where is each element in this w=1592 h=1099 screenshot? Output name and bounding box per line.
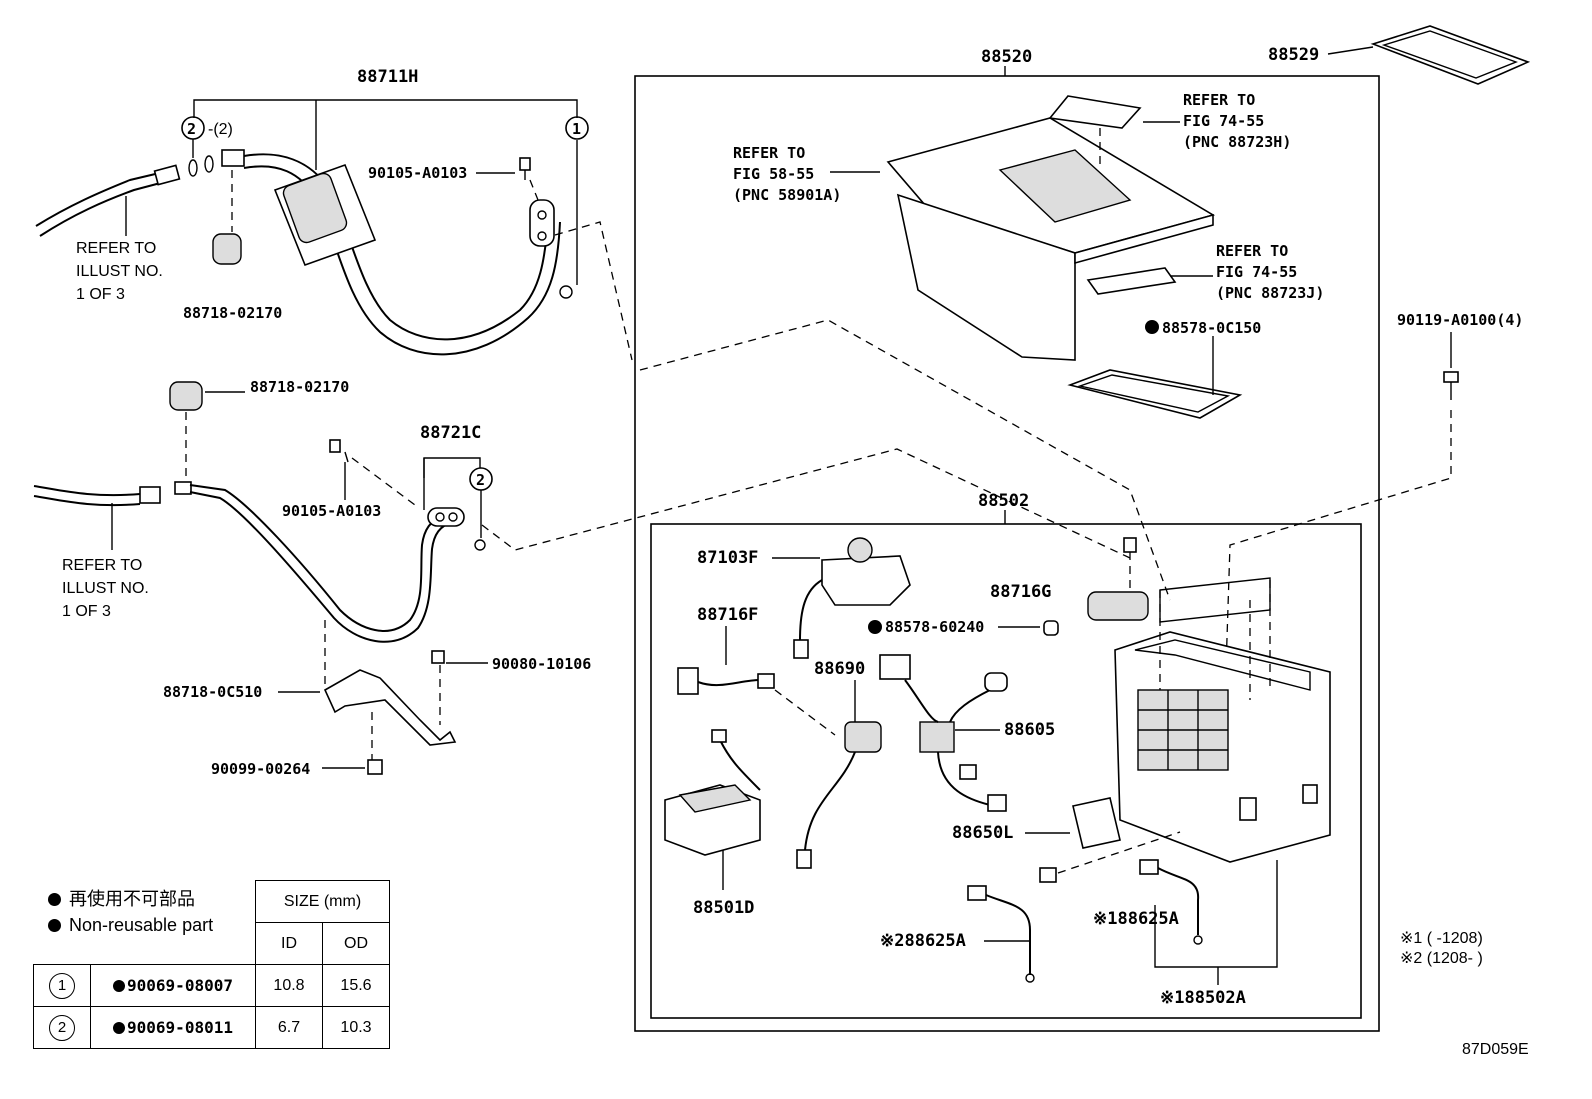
col-od: OD xyxy=(322,922,390,965)
label-88718-02170-b: 88718-02170 xyxy=(250,378,349,396)
label-88529: 88529 xyxy=(1268,45,1319,65)
qty-2: -(2) xyxy=(208,121,233,138)
label-88605: 88605 xyxy=(1004,720,1055,740)
size-header: SIZE (mm) xyxy=(255,880,390,923)
label-88625A-2: ※288625A xyxy=(880,931,966,951)
label-88718-0C510: 88718-0C510 xyxy=(163,683,262,701)
table-row: 2 90069-08011 6.7 10.3 xyxy=(33,1006,390,1049)
refer-fig58-line3: (PNC 58901A) xyxy=(733,186,841,204)
label-88690: 88690 xyxy=(814,659,865,679)
label-90099-00264: 90099-00264 xyxy=(211,760,310,778)
bracket-88718-0C510 xyxy=(323,669,457,746)
label-sheet-88723H xyxy=(1048,95,1142,129)
label-87103F: 87103F xyxy=(697,548,758,568)
label-sheet-88723J xyxy=(1086,267,1177,295)
connector-88718-02170-a xyxy=(212,233,242,265)
bolt-icon xyxy=(519,157,531,171)
part-88650L xyxy=(1072,797,1121,849)
connector-88718-02170-b xyxy=(169,381,203,411)
refer-fig74a-line1: REFER TO xyxy=(1183,91,1255,109)
non-reusable-dot-icon xyxy=(48,893,61,906)
refer-fig74b-line1: REFER TO xyxy=(1216,242,1288,260)
refer-illust-1-line2: ILLUST NO. xyxy=(76,263,163,280)
label-88578-0C150: 88578-0C150 xyxy=(1162,319,1261,337)
blower-assembly-88502: 88502 88716G 88578-60240 87103F xyxy=(650,491,1362,1019)
refer-fig58-line1: REFER TO xyxy=(733,144,805,162)
label-90080-10106: 90080-10106 xyxy=(492,655,591,673)
refer-illust-2-line1: REFER TO xyxy=(62,557,142,574)
note-1: ※1 ( -1208) xyxy=(1400,930,1483,947)
refer-illust-2-line2: ILLUST NO. xyxy=(62,580,149,597)
hose-assembly-88711H: 88711H 2 -(2) 1 88718-02170 90105-A xyxy=(35,67,589,356)
note-2: ※2 (1208- ) xyxy=(1400,950,1483,967)
label-88501D: 88501D xyxy=(693,898,754,918)
circle-marker-1 xyxy=(565,116,589,140)
refer-fig74b-line3: (PNC 88723J) xyxy=(1216,284,1324,302)
gasket-88578-0C150 xyxy=(1067,369,1243,419)
label-90105-A0103-b: 90105-A0103 xyxy=(282,502,381,520)
refer-fig74a-line2: FIG 74-55 xyxy=(1183,112,1264,130)
label-88650L: 88650L xyxy=(952,823,1013,843)
legend: 再使用不可部品 Non-reusable part xyxy=(48,886,213,938)
part-88690 xyxy=(844,721,882,753)
part-88716G xyxy=(1087,591,1149,621)
circle-number-2b: 2 xyxy=(476,471,485,489)
col-id: ID xyxy=(255,922,323,965)
part-87103F xyxy=(821,555,911,606)
refer-fig74a-line3: (PNC 88723H) xyxy=(1183,133,1291,151)
refer-illust-1-line3: 1 OF 3 xyxy=(76,286,125,303)
row-number: 2 xyxy=(49,1014,75,1041)
row-number: 1 xyxy=(49,972,75,999)
label-88520: 88520 xyxy=(981,47,1032,67)
refer-illust-2-line3: 1 OF 3 xyxy=(62,603,111,620)
inner-frame xyxy=(650,523,1362,1019)
label-88716G: 88716G xyxy=(990,582,1051,602)
label-88721C: 88721C xyxy=(420,423,481,443)
label-90119-A0100: 90119-A0100(4) xyxy=(1397,311,1523,329)
refer-fig74b-line2: FIG 74-55 xyxy=(1216,263,1297,281)
outer-frame xyxy=(634,75,1380,1032)
label-88502A: ※188502A xyxy=(1160,988,1246,1008)
screw-90119-A0100: 90119-A0100(4) xyxy=(1224,311,1523,701)
cover-body xyxy=(896,193,1076,361)
row-od: 10.3 xyxy=(322,1006,390,1049)
refer-illust-1-line1: REFER TO xyxy=(76,240,156,257)
unit-assembly-88520: 88520 REFER TO FIG 58-55 (PNC 58901A) RE… xyxy=(634,47,1380,1032)
legend-en: Non-reusable part xyxy=(69,915,214,935)
label-88625A-1: ※188625A xyxy=(1093,909,1179,929)
row-part: 90069-08007 xyxy=(127,976,233,995)
refer-fig58-line2: FIG 58-55 xyxy=(733,165,814,183)
hose-assembly-88721C: 88718-02170 REFER TO ILLUST NO. 1 OF 3 8… xyxy=(33,378,591,778)
table-row: 1 90069-08007 10.8 15.6 xyxy=(33,964,390,1007)
label-88716F: 88716F xyxy=(697,605,758,625)
figure-code: 87D059E xyxy=(1462,1041,1529,1058)
non-reusable-dot-icon xyxy=(48,919,61,932)
row-id: 6.7 xyxy=(255,1006,323,1049)
non-reusable-dot xyxy=(1145,320,1159,334)
row-od: 15.6 xyxy=(322,964,390,1007)
label-88578-60240: 88578-60240 xyxy=(885,618,984,636)
part-88605 xyxy=(879,654,911,680)
label-88502: 88502 xyxy=(978,491,1029,511)
size-table: SIZE (mm) ID OD 1 90069-08007 10.8 15.6 … xyxy=(33,880,390,1049)
label-88711H: 88711H xyxy=(357,67,418,87)
row-part: 90069-08011 xyxy=(127,1018,233,1037)
circle-number-1: 1 xyxy=(572,120,581,138)
legend-jp: 再使用不可部品 xyxy=(69,889,195,909)
row-id: 10.8 xyxy=(255,964,323,1007)
label-88718-02170-a: 88718-02170 xyxy=(183,304,282,322)
circle-number-2: 2 xyxy=(187,120,196,138)
label-90105-A0103-a: 90105-A0103 xyxy=(368,164,467,182)
gasket-88529: 88529 xyxy=(1268,25,1531,85)
